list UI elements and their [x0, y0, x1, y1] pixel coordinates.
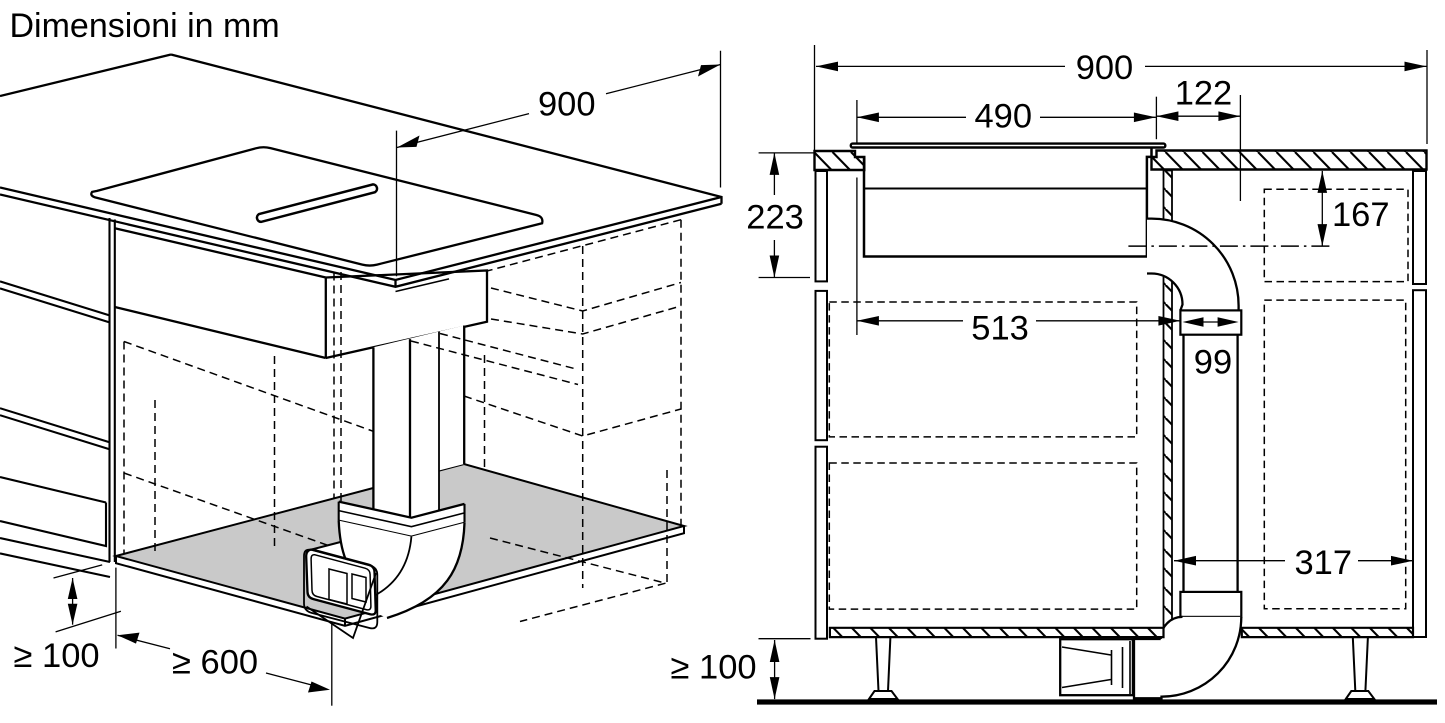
- svg-text:900: 900: [1076, 49, 1134, 87]
- svg-text:317: 317: [1295, 544, 1353, 582]
- svg-text:≥ 100: ≥ 100: [671, 649, 757, 687]
- svg-text:223: 223: [746, 199, 804, 237]
- svg-text:490: 490: [975, 97, 1033, 135]
- svg-text:513: 513: [971, 310, 1029, 348]
- svg-text:167: 167: [1332, 196, 1390, 234]
- svg-text:≥ 100: ≥ 100: [14, 637, 100, 675]
- svg-text:900: 900: [538, 86, 596, 124]
- svg-text:≥ 600: ≥ 600: [172, 644, 258, 682]
- svg-text:Dimensioni in mm: Dimensioni in mm: [10, 7, 280, 45]
- svg-text:99: 99: [1194, 344, 1232, 382]
- svg-text:122: 122: [1175, 74, 1233, 112]
